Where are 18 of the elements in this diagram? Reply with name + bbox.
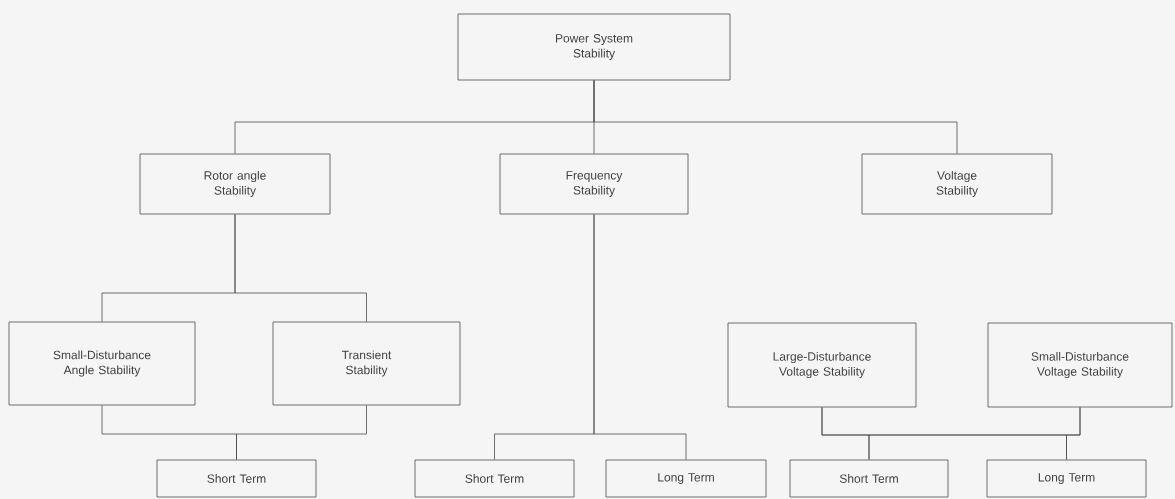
connector-line bbox=[593, 214, 687, 460]
stability-box: Small-Disturbance Voltage Stability bbox=[987, 322, 1173, 408]
stability-box: Rotor angle Stability bbox=[139, 153, 331, 215]
connector-line bbox=[1066, 407, 1081, 460]
term-box: Short Term bbox=[156, 459, 317, 498]
stability-box: Small-Disturbance Angle Stability bbox=[8, 321, 196, 406]
term-box: Long Term bbox=[986, 459, 1147, 498]
stability-box: Large-Disturbance Voltage Stability bbox=[727, 322, 917, 408]
connector-line bbox=[593, 80, 958, 154]
stability-box: Transient Stability bbox=[272, 321, 461, 406]
connector-line bbox=[236, 405, 367, 460]
term-box: Long Term bbox=[605, 459, 767, 498]
stability-box: Voltage Stability bbox=[861, 153, 1053, 215]
term-box: Short Term bbox=[414, 459, 575, 498]
term-box: Short Term bbox=[789, 459, 949, 498]
stability-box: Frequency Stability bbox=[499, 153, 689, 215]
stability-box: Power System Stability bbox=[457, 13, 731, 81]
connector-line bbox=[234, 214, 367, 322]
